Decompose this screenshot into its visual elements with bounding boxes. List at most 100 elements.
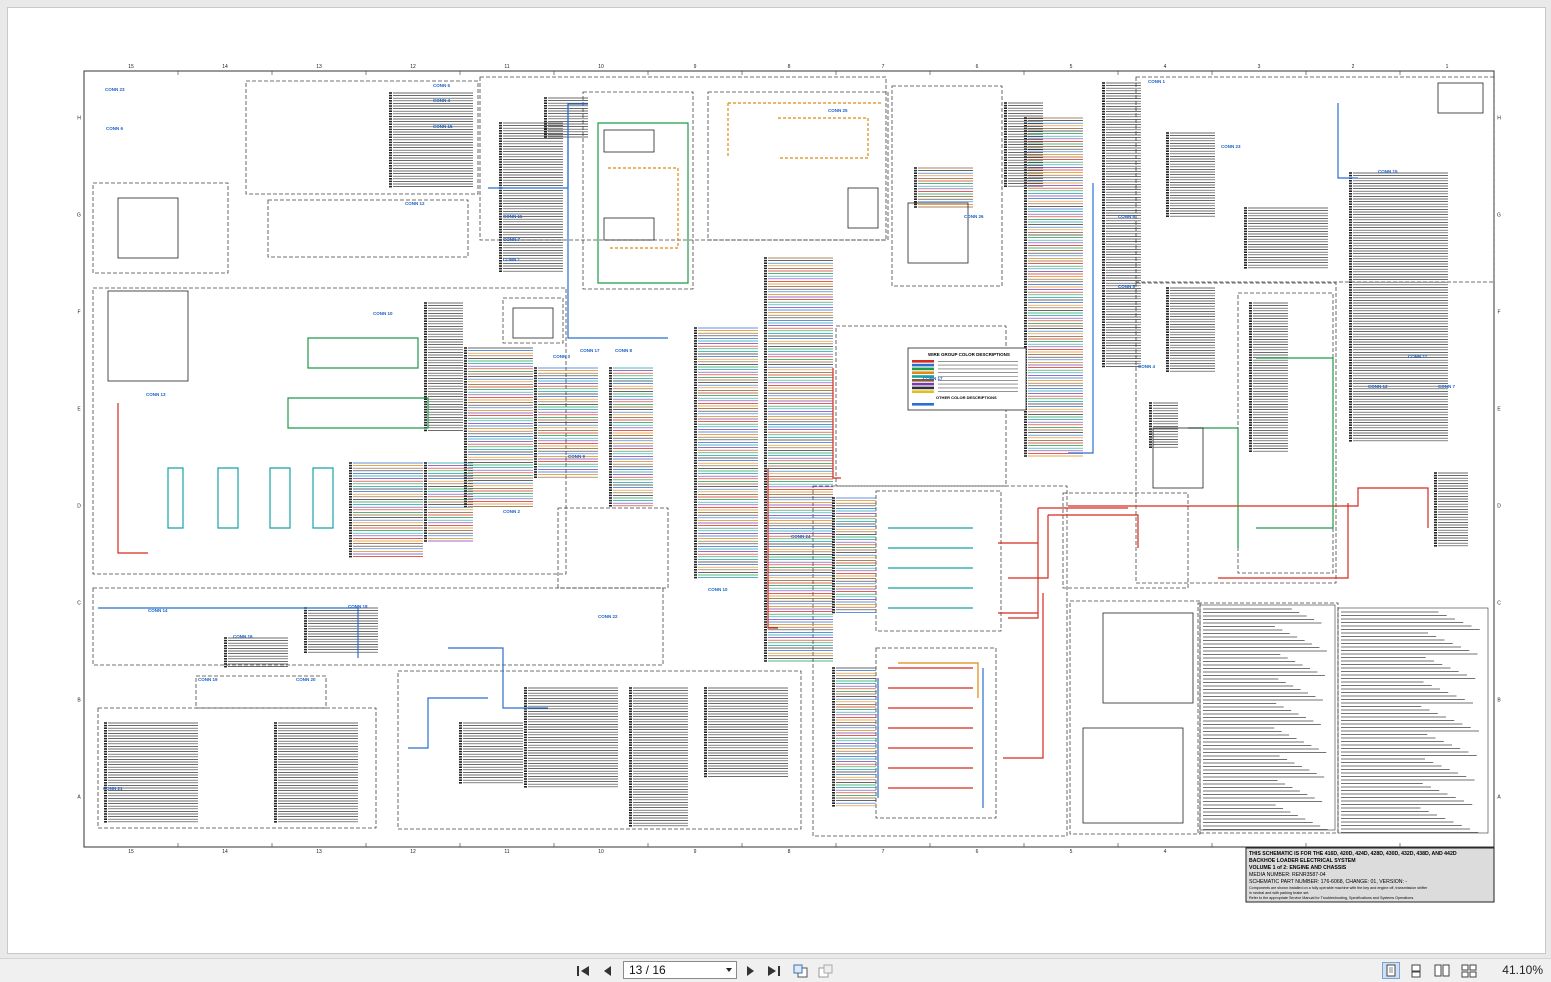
wire-bundle	[1166, 287, 1215, 372]
last-page-icon[interactable]	[765, 962, 783, 979]
wire-bundle	[544, 97, 588, 138]
legend-swatch	[912, 382, 934, 386]
connector-label: CONN 6	[106, 126, 123, 131]
column-number: 14	[222, 64, 228, 70]
legend-heading: WIRE GROUP COLOR DESCRIPTIONS	[928, 352, 1010, 357]
column-number: 13	[316, 64, 322, 70]
legend-swatch	[912, 386, 934, 390]
row-letter: A	[1497, 795, 1501, 801]
connector-label: CONN 13	[146, 392, 166, 397]
wire-bundle	[464, 347, 533, 508]
wire-bundle	[914, 167, 973, 208]
component-symbols	[107, 82, 1484, 824]
first-page-icon[interactable]	[574, 962, 592, 979]
previous-page-icon[interactable]	[598, 962, 616, 979]
facing-pages-view-icon[interactable]	[1433, 962, 1451, 979]
connector-label: CONN 21	[103, 786, 123, 791]
wire-bundle	[304, 607, 378, 653]
column-number: 5	[1070, 849, 1073, 855]
facing-continuous-view-icon[interactable]	[1460, 962, 1478, 979]
connector-label: CONN 5	[433, 83, 450, 88]
column-number: 13	[316, 849, 322, 855]
wire-bundle	[1004, 102, 1043, 187]
page-number-select[interactable]: 13 / 16	[623, 961, 737, 979]
next-page-icon[interactable]	[742, 962, 760, 979]
connector-label: CONN 5	[1118, 284, 1135, 289]
connector-label: CONN 8	[615, 348, 632, 353]
chevron-down-icon	[726, 968, 732, 972]
connector-label: CONN 11	[503, 214, 523, 219]
wire-bundle	[459, 722, 523, 784]
row-letter: F	[77, 310, 80, 316]
wire-bundle	[1149, 402, 1178, 448]
wire-bundle	[524, 687, 618, 788]
rotate-clockwise-icon[interactable]	[817, 962, 835, 979]
single-page-view-icon[interactable]	[1382, 962, 1400, 979]
connector-label: CONN 10	[708, 587, 728, 592]
connector-label: CONN 16	[233, 634, 253, 639]
connector-label: CONN 19	[198, 677, 218, 682]
connector-label: CONN 4	[1138, 364, 1155, 369]
continuous-view-icon[interactable]	[1407, 962, 1425, 979]
wire-bundles	[104, 82, 1468, 827]
column-number: 6	[976, 64, 979, 70]
connector-label: CONN 24	[791, 534, 811, 539]
row-letter: F	[1497, 310, 1500, 316]
wire-bundle	[704, 687, 788, 778]
connector-label: CONN 20	[296, 677, 316, 682]
column-number: 5	[1070, 64, 1073, 70]
wire-bundle	[764, 257, 833, 662]
title-line-4: MEDIA NUMBER: RENR3587-04	[1249, 872, 1326, 878]
connector-label: CONN 26	[964, 214, 984, 219]
column-number: 11	[504, 64, 509, 70]
document-viewport[interactable]: 1515141413131212111110109988776655443322…	[7, 7, 1546, 954]
connector-label: CONN 9	[568, 454, 585, 459]
wire-bundle	[224, 637, 288, 668]
column-number: 9	[694, 64, 697, 70]
legend-swatch	[912, 379, 934, 382]
wire-bundle	[424, 302, 463, 432]
wire-color-legend: WIRE GROUP COLOR DESCRIPTIONS OTHER COLO…	[907, 347, 1027, 411]
connector-label: CONN 17	[923, 376, 943, 381]
connector-label: CONN 12	[405, 201, 425, 206]
legend-swatch	[912, 367, 934, 371]
connector-label: CONN 23	[1221, 144, 1241, 149]
connector-label: CONN 1	[1148, 79, 1165, 84]
wire-bundle	[534, 367, 598, 478]
parts-table	[1199, 604, 1336, 831]
column-number: 8	[788, 849, 791, 855]
rotate-counterclockwise-icon[interactable]	[792, 962, 810, 979]
wire-bundle	[349, 462, 423, 558]
legend-swatch	[912, 363, 934, 367]
connector-label: CONN 4	[433, 98, 450, 103]
legend-swatch	[912, 403, 934, 406]
parts-table	[1337, 607, 1489, 834]
connector-label: CONN 18	[348, 604, 368, 609]
column-number: 10	[598, 849, 604, 855]
row-letter: E	[1497, 407, 1501, 413]
column-number: 7	[882, 64, 885, 70]
wire-bundle	[1102, 82, 1141, 368]
column-number: 15	[128, 849, 134, 855]
legend-swatch	[912, 371, 934, 374]
row-letter: H	[77, 116, 81, 122]
connector-label: CONN 7	[1438, 384, 1455, 389]
row-letter: G	[1497, 213, 1501, 219]
zoom-level[interactable]: 41.10%	[1502, 963, 1543, 977]
row-letter: D	[1497, 504, 1501, 510]
connector-label: CONN 7	[503, 237, 520, 242]
row-letter: D	[77, 504, 81, 510]
legend-swatch	[912, 390, 934, 393]
wire-bundle	[1434, 472, 1468, 547]
column-number: 9	[694, 849, 697, 855]
connector-label: CONN 2	[503, 509, 520, 514]
title-line-6: Components are shown installed on a full…	[1249, 886, 1428, 890]
wire-bundle	[1249, 302, 1288, 452]
legend-subheading: OTHER COLOR DESCRIPTIONS	[936, 395, 997, 400]
title-line-7: in neutral and with parking brake set.	[1249, 891, 1309, 895]
page-number-value: 13 / 16	[629, 963, 666, 977]
connector-label: CONN 25	[828, 108, 848, 113]
connector-label: CONN 22	[598, 614, 618, 619]
title-line-1: THIS SCHEMATIC IS FOR THE 416D, 420D, 42…	[1249, 851, 1457, 857]
